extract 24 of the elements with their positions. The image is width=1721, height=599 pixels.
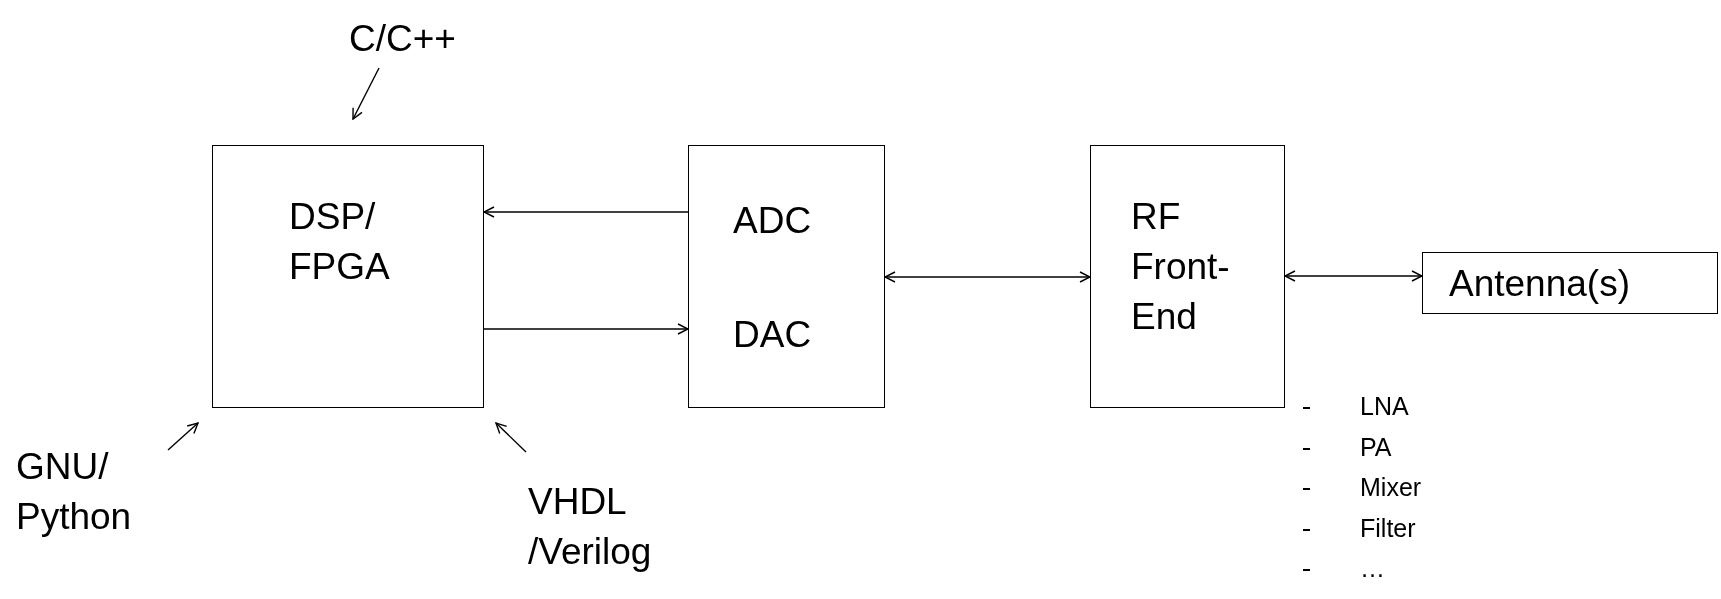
- language-label: GNU/ Python: [16, 445, 133, 539]
- component-list-item: LNA: [1360, 392, 1409, 420]
- arrow: [167, 422, 199, 451]
- block-label: DSP/ FPGA: [289, 195, 391, 289]
- block-box: [688, 145, 885, 408]
- component-list-item: Filter: [1360, 513, 1416, 542]
- arrow: [495, 422, 527, 453]
- language-label: VHDL /Verilog: [528, 480, 653, 574]
- arrow: [483, 323, 689, 335]
- block-box: [1090, 145, 1285, 408]
- language-label: C/C++: [349, 17, 457, 61]
- block-box: [212, 145, 484, 408]
- component-list-item: …: [1360, 554, 1385, 582]
- block-label: Antenna(s): [1449, 262, 1630, 306]
- arrow: [352, 67, 380, 120]
- arrow: [1284, 270, 1423, 282]
- block-box: [1422, 252, 1718, 314]
- component-list-item: PA: [1360, 432, 1392, 461]
- block-label: RF Front- End: [1131, 195, 1231, 339]
- component-list-item: Mixer: [1360, 473, 1422, 501]
- block-label: DAC: [733, 313, 812, 357]
- block-label: ADC: [733, 199, 812, 243]
- arrow: [884, 271, 1091, 283]
- arrow: [483, 206, 689, 218]
